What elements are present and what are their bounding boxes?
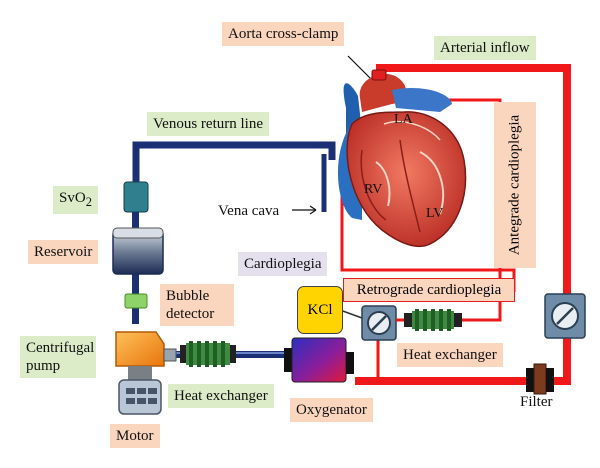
svo2-line (132, 212, 139, 230)
kcl-box: KCl (297, 286, 343, 334)
reservoir-cap (112, 227, 164, 239)
antegrade-cardioplegia-label-box: Antegrade cardioplegia (494, 102, 536, 268)
vena-cava-arrowhead (309, 205, 317, 215)
arterial-inflow-label: Arterial inflow (434, 36, 536, 60)
heat-exchanger-left-device (180, 341, 236, 367)
cardioplegia-roller-pump (361, 305, 397, 341)
vena-cava-label: Vena cava (218, 203, 280, 219)
motor-vent (148, 398, 157, 404)
heat-exchanger-right-device (396, 309, 500, 331)
venous-return-line (132, 141, 336, 186)
retrograde-cardioplegia-label: Retrograde cardioplegia (343, 278, 515, 302)
reservoir-label: Reservoir (28, 240, 99, 264)
motor-vent (137, 398, 146, 404)
svo2-label-main: SvO (59, 190, 86, 206)
heart-illustration (337, 69, 467, 248)
heart-label-lv: LV (426, 206, 444, 221)
svo2-label-subscript: 2 (85, 195, 92, 209)
heat-exchanger-left-label: Heat exchanger (168, 384, 274, 408)
bubble-detector-device (124, 293, 148, 309)
motor-vent (126, 388, 135, 394)
arterial-filter (526, 363, 554, 395)
reservoir-outflow-line (132, 272, 139, 296)
motor-vent (148, 388, 157, 394)
motor-vent (126, 398, 135, 404)
motor-label: Motor (110, 424, 160, 448)
motor-vent (137, 388, 146, 394)
centrifugal-pump-label: Centrifugal pump (20, 336, 96, 378)
filter-label: Filter (520, 394, 553, 410)
kcl-feed-line (339, 309, 363, 319)
svo2-label: SvO2 (53, 186, 98, 214)
svo2-sensor (123, 181, 149, 213)
oxygenator-label: Oxygenator (290, 398, 373, 422)
cardioplegia-label: Cardioplegia (238, 252, 328, 276)
venous-return-line-label: Venous return line (147, 112, 269, 136)
heart-label-rv: RV (364, 182, 383, 197)
centrifugal-pump-body (115, 331, 165, 367)
heart-label-la: LA (394, 112, 413, 127)
oxygenator-inlet-cap (284, 348, 292, 372)
oxygenator-outlet-cap (346, 352, 354, 374)
bubble-detector-line (132, 306, 139, 324)
arterial-roller-pump (544, 293, 586, 339)
oxygenator-device (291, 337, 347, 383)
aorta-clamp-pointer (347, 55, 375, 83)
pump-outlet (163, 348, 177, 362)
aorta-cross-clamp-label: Aorta cross-clamp (222, 22, 345, 46)
bubble-detector-label: Bubble detector (160, 284, 234, 326)
antegrade-cardioplegia-label: Antegrade cardioplegia (506, 114, 523, 256)
heat-exchanger-right-label: Heat exchanger (397, 343, 503, 367)
motor-body (118, 379, 162, 415)
pump-shaft (128, 366, 152, 380)
